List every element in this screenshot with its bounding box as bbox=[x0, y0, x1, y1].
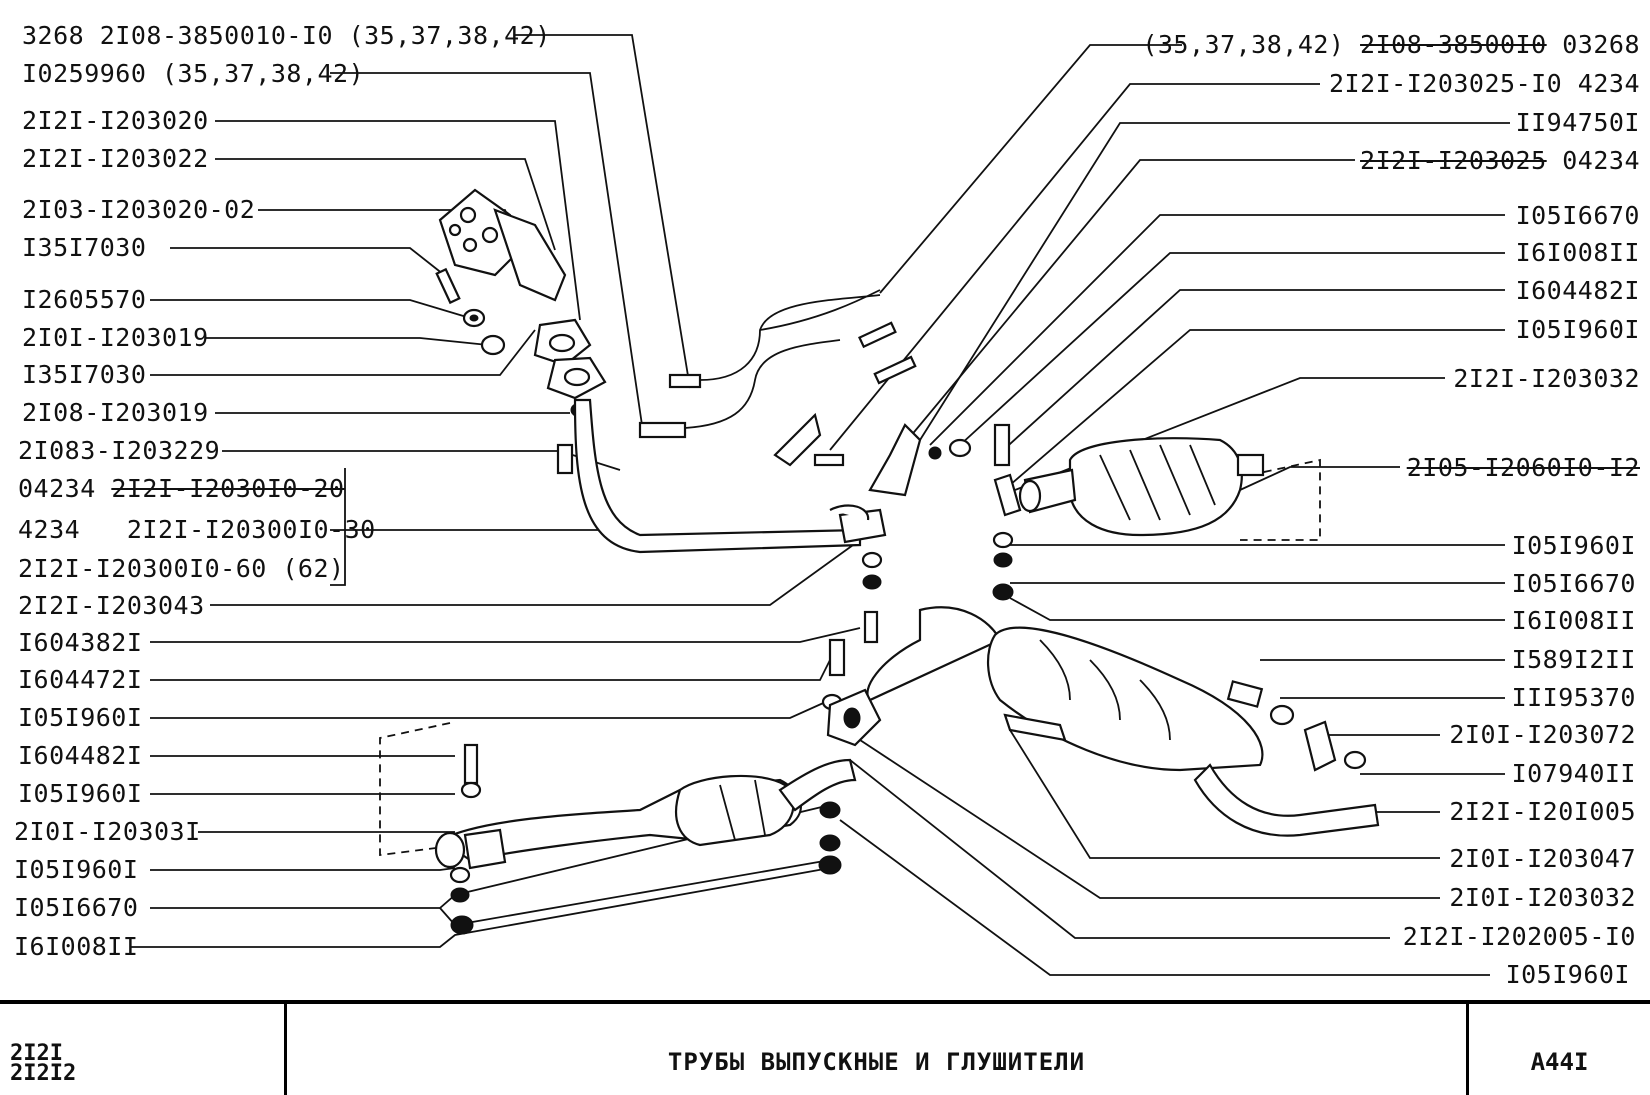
title-block-divider-right bbox=[1466, 1004, 1469, 1095]
label-i6i008ii: I6I008II bbox=[14, 932, 139, 961]
page-title: ТРУБЫ ВЫПУСКНЫЕ И ГЛУШИТЕЛИ bbox=[667, 1048, 1086, 1076]
label-i35i7030-a: I35I7030 bbox=[22, 233, 147, 262]
label-i05i960i-b: I05I960I bbox=[18, 779, 143, 808]
variant-row2-value: 2I2I-I20300I0-30 bbox=[126, 515, 376, 544]
manifold-flange bbox=[438, 188, 567, 302]
label-r-i05i6670-a: I05I6670 bbox=[1515, 201, 1640, 230]
label-2i03-i203020-02: 2I03-I203020-02 bbox=[22, 195, 256, 224]
r3-suffix: 04234 bbox=[1562, 146, 1640, 175]
label-i604472i: I604472I bbox=[18, 665, 143, 694]
right-leader-lines bbox=[829, 44, 1510, 976]
label-r-2i2i-i202005-i0: 2I2I-I202005-I0 bbox=[1402, 922, 1636, 951]
label-r-i05i6670-b: I05I6670 bbox=[1511, 569, 1636, 598]
label-r-2i0i-i203072: 2I0I-I203072 bbox=[1449, 720, 1636, 749]
model-code-2: 2I2I2 bbox=[10, 1061, 77, 1086]
title-block: 2I2I 2I2I2 ТРУБЫ ВЫПУСКНЫЕ И ГЛУШИТЕЛИ A… bbox=[0, 1000, 1650, 1095]
label-i05i960i-a: I05I960I bbox=[18, 703, 143, 732]
r3-struck: 2I2I-I203025 bbox=[1360, 146, 1547, 175]
label-r-2i0i-i203047: 2I0I-I203047 bbox=[1449, 844, 1636, 873]
label-r-i07940ii: I07940II bbox=[1511, 759, 1636, 788]
r9-struck: 2I05-I2060I0-I2 bbox=[1406, 453, 1640, 482]
label-2i0i-i20303i: 2I0I-I20303I bbox=[14, 817, 201, 846]
label-r-2i2i-i203032: 2I2I-I203032 bbox=[1453, 364, 1640, 393]
lower-left-fasteners bbox=[449, 743, 482, 935]
label-r-i6i008ii-a: I6I008II bbox=[1515, 238, 1640, 267]
label-r-i05i960i-c: I05I960I bbox=[1505, 960, 1630, 989]
r0-suffix: 03268 bbox=[1562, 30, 1640, 59]
front-resonator bbox=[434, 758, 857, 870]
label-variant-row1: 04234 2I2I-I2030I0-20 bbox=[18, 475, 345, 503]
variant-row1-prefix: 04234 bbox=[18, 474, 96, 503]
label-r-2i2i-i20i005: 2I2I-I20I005 bbox=[1449, 797, 1636, 826]
label-2i083-i203229: 2I083-I203229 bbox=[18, 436, 221, 465]
label-r-2i0i-i203032: 2I0I-I203032 bbox=[1449, 883, 1636, 912]
label-o2-sensor-3268: 3268 2I08-3850010-I0 (35,37,38,42) bbox=[22, 21, 551, 50]
label-r-i05i960i-b: I05I960I bbox=[1511, 531, 1636, 560]
label-r-2i2i-i203025-i0: 2I2I-I203025-I0 4234 bbox=[1328, 69, 1640, 98]
oxygen-sensor bbox=[638, 289, 972, 497]
variant-row1-value: 2I2I-I2030I0-20 bbox=[111, 474, 345, 503]
label-i05i6670: I05I6670 bbox=[14, 893, 139, 922]
page-code: A44I bbox=[1530, 1048, 1589, 1076]
label-i0259960: I0259960 (35,37,38,42) bbox=[22, 59, 365, 88]
label-r-o2-03268: (35,37,38,42) 2I08-38500I0 03268 bbox=[1142, 31, 1640, 59]
label-r-i589i2ii: I589I2II bbox=[1511, 645, 1636, 674]
label-2i2i-i203043: 2I2I-I203043 bbox=[18, 591, 205, 620]
title-block-divider-left bbox=[284, 1004, 287, 1095]
r0-prefix: (35,37,38,42) bbox=[1142, 30, 1345, 59]
label-2i2i-i203020: 2I2I-I203020 bbox=[22, 106, 209, 135]
label-i35i7030-b: I35I7030 bbox=[22, 360, 147, 389]
front-downpipe bbox=[573, 398, 887, 554]
label-r-iii95370: III95370 bbox=[1511, 683, 1636, 712]
label-2i2i-i203022: 2I2I-I203022 bbox=[22, 144, 209, 173]
label-i05i960i-c: I05I960I bbox=[14, 855, 139, 884]
title-block-top-border bbox=[0, 1000, 1650, 1004]
model-code-1: 2I2I bbox=[10, 1041, 63, 1066]
label-r-i6i008ii-b: I6I008II bbox=[1511, 606, 1636, 635]
label-i2605570: I2605570 bbox=[22, 285, 147, 314]
label-2i08-i203019: 2I08-I203019 bbox=[22, 398, 209, 427]
label-variant-row2: 4234 2I2I-I20300I0-30 bbox=[18, 516, 376, 544]
left-leader-lines bbox=[130, 34, 861, 948]
exhaust-drawing bbox=[130, 34, 1510, 976]
label-i604482i: I604482I bbox=[18, 741, 143, 770]
r0-struck: 2I08-38500I0 bbox=[1360, 30, 1547, 59]
model-codes: 2I2I 2I2I2 bbox=[10, 1041, 77, 1086]
washers-centre bbox=[821, 531, 1014, 711]
label-r-2i05-i2060i0-i2: 2I05-I2060I0-I2 bbox=[1407, 454, 1640, 482]
label-variant-row3: 2I2I-I20300I0-60 (62) bbox=[18, 554, 345, 583]
label-i604382i: I604382I bbox=[18, 628, 143, 657]
label-r-i05i960i-a: I05I960I bbox=[1515, 315, 1640, 344]
flange-joint bbox=[818, 688, 882, 875]
label-r-ii94750i: II94750I bbox=[1515, 108, 1640, 137]
label-r-i604482i: I604482I bbox=[1515, 276, 1640, 305]
dashed-callouts bbox=[379, 458, 1321, 857]
rear-muffler bbox=[866, 606, 1380, 837]
label-r-2i2i-i203025-04234: 2I2I-I203025 04234 bbox=[1360, 147, 1640, 175]
exhaust-diagram: 3268 2I08-3850010-I0 (35,37,38,42) I0259… bbox=[14, 21, 1640, 989]
label-2i0i-i203019: 2I0I-I203019 bbox=[22, 323, 209, 352]
downpipe-flange bbox=[533, 318, 607, 400]
catalytic-converter bbox=[993, 423, 1265, 537]
variant-row2-prefix: 4234 bbox=[18, 515, 81, 544]
